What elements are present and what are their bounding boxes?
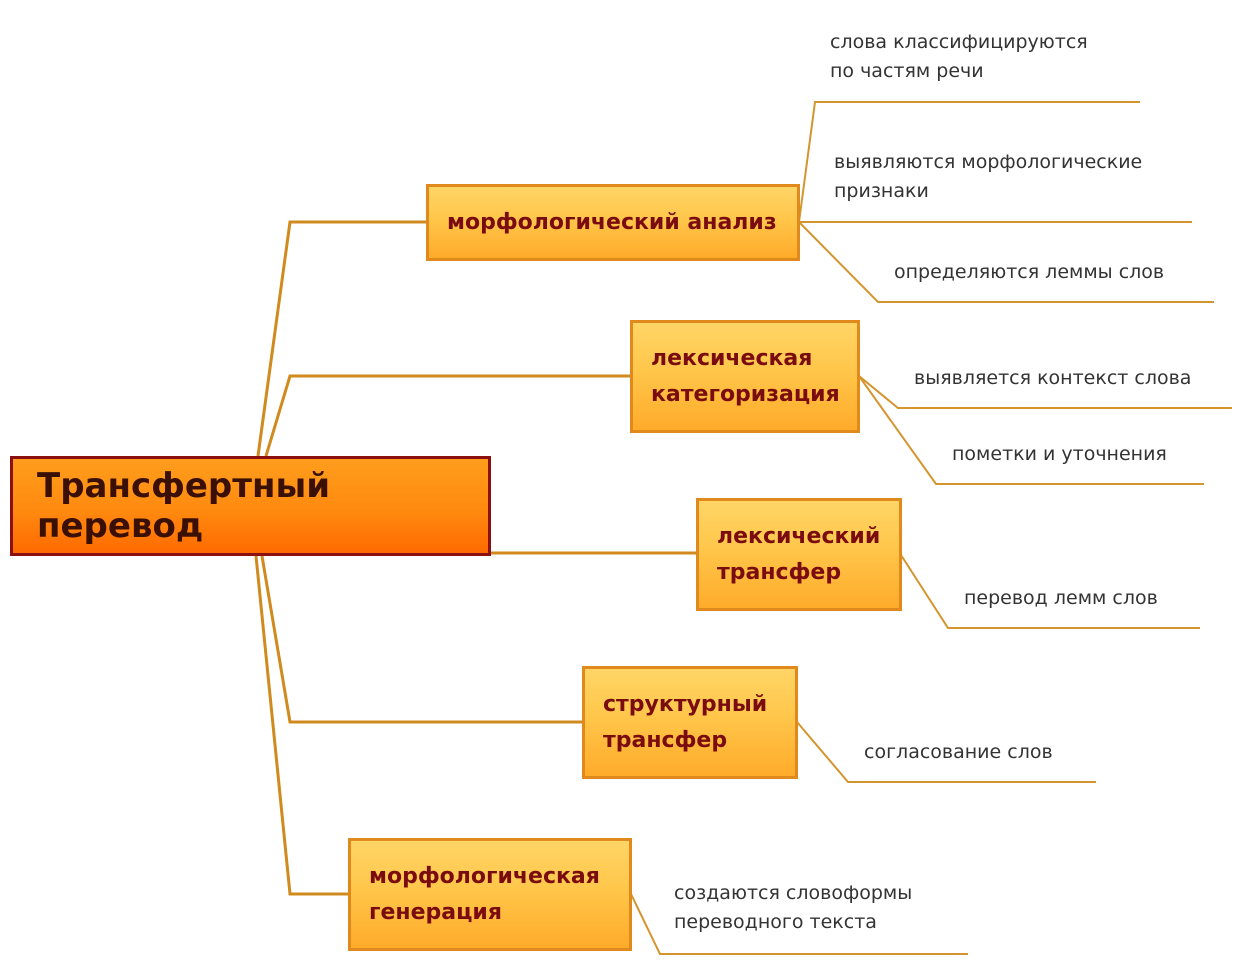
branch-node-morphological-analysis[interactable]: морфологический анализ	[426, 184, 800, 261]
branch-node-lexical-transfer[interactable]: лексический трансфер	[696, 498, 902, 611]
branch-label-line: лексическая	[651, 345, 813, 371]
detail-text: согласование слов	[864, 741, 1053, 763]
branch-node-morphological-generation[interactable]: морфологическая генерация	[348, 838, 632, 951]
detail-text: создаются словоформы переводного текста	[674, 882, 913, 933]
branch-label-line: структурный	[603, 691, 768, 717]
connector-detail-4-1	[796, 721, 1096, 783]
connector-detail-3-1	[900, 554, 1200, 629]
connector-root-branch-4	[260, 555, 583, 724]
branch-label-line: лексический	[717, 523, 881, 549]
connector-detail-2-1	[858, 375, 1232, 409]
root-label: Трансфертный перевод	[37, 466, 331, 546]
root-node[interactable]: Трансфертный перевод	[10, 456, 491, 556]
branch-label-line: трансфер	[717, 559, 842, 585]
detail-text: пометки и уточнения	[952, 443, 1167, 465]
connector-root-branch-2	[264, 374, 631, 457]
branch-node-structural-transfer[interactable]: структурный трансфер	[582, 666, 798, 779]
branch-node-lexical-categorization[interactable]: лексическая категоризация	[630, 320, 860, 433]
connector-detail-5-1	[630, 893, 968, 955]
connector-detail-1-3	[798, 221, 1214, 303]
branch-label-line: генерация	[369, 899, 502, 925]
branch-label-line: трансфер	[603, 727, 728, 753]
detail-text: выявляются морфологические признаки	[834, 151, 1143, 202]
branch-label-line: морфологический анализ	[447, 209, 777, 235]
connector-detail-2-2	[858, 375, 1204, 485]
detail-text: слова классифицируются по частям речи	[830, 31, 1088, 82]
detail-text: определяются леммы слов	[894, 261, 1165, 283]
connector-detail-1-1	[798, 101, 1140, 223]
detail-text: выявляется контекст слова	[914, 367, 1192, 389]
branch-label-line: морфологическая	[369, 863, 600, 889]
connector-root-branch-1	[256, 220, 427, 457]
branch-label-line: категоризация	[651, 381, 840, 407]
connector-root-branch-5	[254, 555, 349, 896]
detail-text: перевод лемм слов	[964, 587, 1158, 609]
